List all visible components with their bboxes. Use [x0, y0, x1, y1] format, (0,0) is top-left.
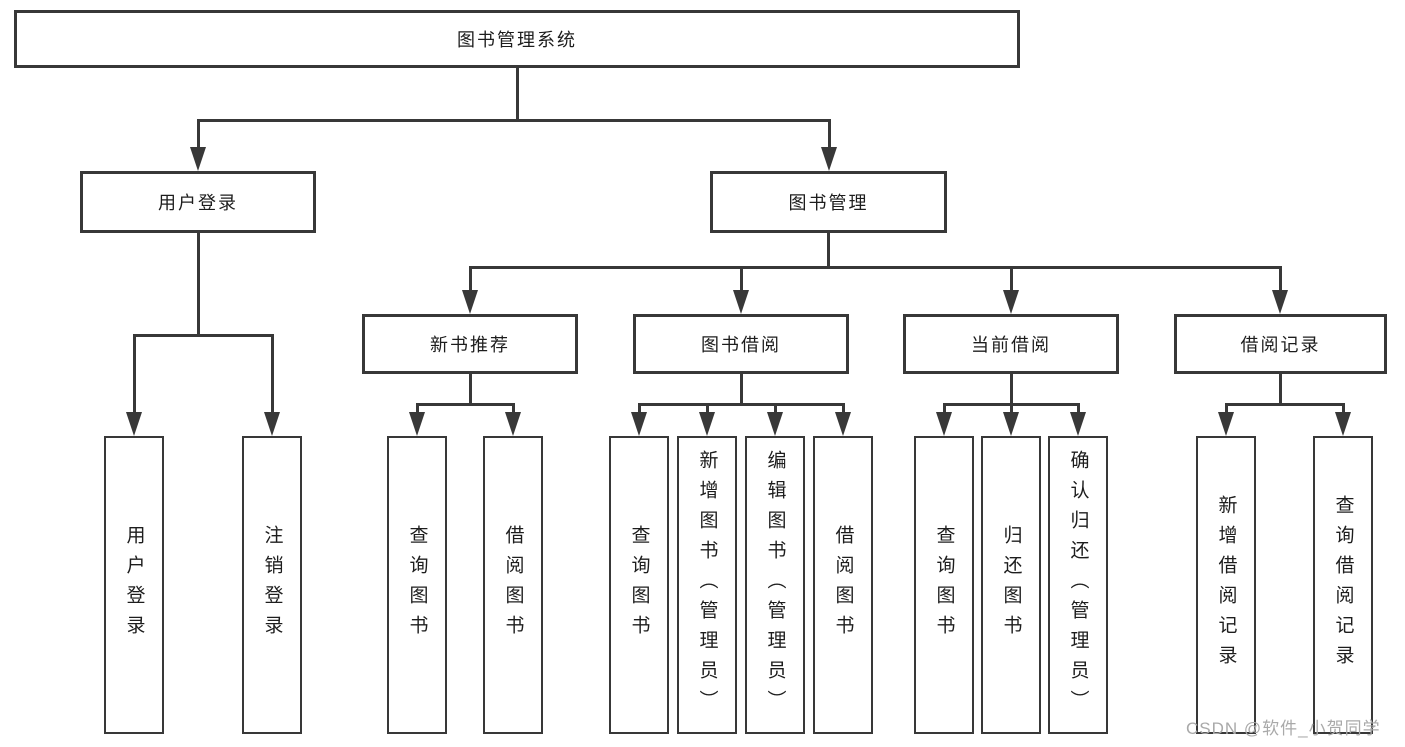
node-label: 确认归还（管理员）: [1067, 450, 1089, 720]
arrow-down-icon: [462, 290, 478, 314]
leaf-query-books-newrec: 查询图书: [387, 436, 447, 734]
node-label: 注销登录: [261, 525, 283, 645]
connector-borrow-hbar: [638, 403, 845, 406]
leaf-query-borrow-record: 查询借阅记录: [1313, 436, 1373, 734]
node-label: 查询图书: [628, 525, 650, 645]
node-label: 新增图书（管理员）: [696, 450, 718, 720]
connector-current-stem: [1010, 374, 1013, 406]
node-book-borrowing: 图书借阅: [633, 314, 849, 374]
arrow-down-icon: [835, 412, 851, 436]
node-label: 用户登录: [123, 525, 145, 645]
arrow-down-icon: [733, 290, 749, 314]
connector-drop: [133, 334, 136, 414]
node-label: 新书推荐: [430, 335, 510, 355]
connector-drop: [828, 119, 831, 149]
node-label: 新增借阅记录: [1215, 495, 1237, 675]
connector-drop: [1010, 266, 1013, 292]
connector-userlogin-stem: [197, 233, 200, 336]
arrow-down-icon: [631, 412, 647, 436]
leaf-confirm-return-admin: 确认归还（管理员）: [1048, 436, 1108, 734]
arrow-down-icon: [936, 412, 952, 436]
connector-userlogin-hbar: [133, 334, 274, 337]
node-library-system: 图书管理系统: [14, 10, 1020, 68]
connector-borrow-stem: [740, 374, 743, 406]
node-label: 借阅记录: [1240, 335, 1321, 355]
connector-records-hbar: [1225, 403, 1345, 406]
arrow-down-icon: [1218, 412, 1234, 436]
leaf-add-borrow-record: 新增借阅记录: [1196, 436, 1256, 734]
arrow-down-icon: [190, 147, 206, 171]
node-label: 编辑图书（管理员）: [764, 450, 786, 720]
arrow-down-icon: [1335, 412, 1351, 436]
node-label: 借阅图书: [832, 525, 854, 645]
watermark: CSDN @软件_小贺同学: [1186, 719, 1381, 738]
connector-records-stem: [1279, 374, 1282, 406]
arrow-down-icon: [821, 147, 837, 171]
node-label: 图书管理: [788, 193, 869, 213]
connector-drop: [416, 403, 419, 415]
leaf-user-login: 用户登录: [104, 436, 164, 734]
connector-drop: [706, 403, 709, 415]
connector-drop: [638, 403, 641, 415]
node-label: 图书管理系统: [457, 30, 577, 50]
node-label: 归还图书: [1000, 525, 1022, 645]
arrow-down-icon: [767, 412, 783, 436]
connector-drop: [842, 403, 845, 415]
leaf-return-book: 归还图书: [981, 436, 1041, 734]
arrow-down-icon: [1003, 290, 1019, 314]
node-label: 图书借阅: [701, 335, 781, 355]
connector-drop: [943, 403, 946, 415]
node-new-book-recommend: 新书推荐: [362, 314, 578, 374]
leaf-logout: 注销登录: [242, 436, 302, 734]
arrow-down-icon: [409, 412, 425, 436]
connector-drop: [1077, 403, 1080, 415]
connector-root-stem: [516, 68, 519, 121]
arrow-down-icon: [1272, 290, 1288, 314]
leaf-query-books-current: 查询图书: [914, 436, 974, 734]
leaf-edit-book-admin: 编辑图书（管理员）: [745, 436, 805, 734]
connector-drop: [512, 403, 515, 415]
arrow-down-icon: [264, 412, 280, 436]
node-borrowing-records: 借阅记录: [1174, 314, 1387, 374]
node-label: 借阅图书: [502, 525, 524, 645]
connector-drop: [1342, 403, 1345, 415]
node-label: 用户登录: [158, 193, 238, 213]
connector-drop: [271, 334, 274, 414]
node-label: 查询图书: [933, 525, 955, 645]
node-label: 查询图书: [406, 525, 428, 645]
node-current-borrowing: 当前借阅: [903, 314, 1119, 374]
connector-drop: [740, 266, 743, 292]
connector-drop: [469, 266, 472, 292]
leaf-add-book-admin: 新增图书（管理员）: [677, 436, 737, 734]
leaf-borrow-books-borrow: 借阅图书: [813, 436, 873, 734]
connector-newrec-hbar: [416, 403, 515, 406]
connector-drop: [1279, 266, 1282, 292]
connector-drop: [1225, 403, 1228, 415]
connector-root-hbar: [197, 119, 831, 122]
connector-drop: [774, 403, 777, 415]
node-label: 查询借阅记录: [1332, 495, 1354, 675]
leaf-borrow-books-newrec: 借阅图书: [483, 436, 543, 734]
node-user-login: 用户登录: [80, 171, 316, 233]
arrow-down-icon: [699, 412, 715, 436]
node-label: 当前借阅: [971, 335, 1051, 355]
leaf-query-books-borrow: 查询图书: [609, 436, 669, 734]
arrow-down-icon: [126, 412, 142, 436]
arrow-down-icon: [1070, 412, 1086, 436]
connector-bookmgmt-stem: [827, 233, 830, 269]
connector-drop: [197, 119, 200, 149]
arrow-down-icon: [505, 412, 521, 436]
node-book-management: 图书管理: [710, 171, 947, 233]
connector-drop: [1010, 403, 1013, 415]
connector-bookmgmt-hbar: [469, 266, 1282, 269]
arrow-down-icon: [1003, 412, 1019, 436]
connector-newrec-stem: [469, 374, 472, 406]
